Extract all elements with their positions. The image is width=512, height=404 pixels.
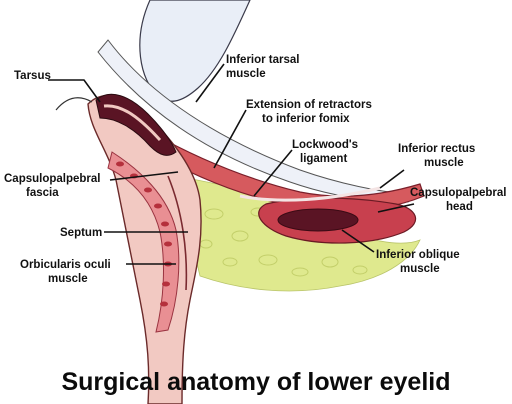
leader-capsulo-head [377,203,415,213]
tarsal-gland [103,104,162,142]
label-capsulopalpebral-fascia: Capsulopalpebral [4,173,101,185]
lockwood-ligament-shape [239,186,381,202]
label-orbicularis-oculi-muscle: Orbicularis oculi [20,259,111,271]
inferior-rectus-band [143,131,425,212]
label-extension-of-retractors-2: to inferior fomix [262,113,350,125]
label-lockwoods-ligament-2: ligament [300,153,347,165]
leader-inferior-tarsal [195,63,225,103]
label-capsulopalpebral-fascia-2: fascia [26,187,59,199]
eyelid-body [87,94,202,404]
orbicularis-band [107,151,180,333]
leader-lines [48,63,415,265]
globe-conjunctiva [139,0,251,102]
label-capsulopalpebral-head-2: head [446,201,473,213]
label-capsulopalpebral-head: Capsulopalpebral [410,187,507,199]
label-lockwoods-ligament: Lockwood's [292,139,358,151]
inferior-oblique-muscle-shape [277,208,359,232]
label-inferior-oblique-muscle: Inferior oblique [376,249,460,261]
annotation-labels: Tarsus Inferior tarsal muscle Extension … [4,54,507,285]
tarsus-plate [95,93,177,156]
label-septum: Septum [60,227,102,239]
figure-title: Surgical anatomy of lower eyelid [61,368,450,396]
leader-tarsus [48,79,101,103]
leader-extension [213,109,247,169]
leader-capsulo-fascia [109,171,179,181]
label-extension-of-retractors: Extension of retractors [246,99,372,111]
leader-lockwood [253,149,293,197]
eyelash [55,97,93,111]
label-inferior-tarsal-muscle: Inferior tarsal [226,54,300,66]
leader-inferior-rectus [379,169,405,189]
label-tarsus: Tarsus [14,70,51,82]
leader-inferior-oblique [341,229,375,253]
label-inferior-tarsal-muscle-2: muscle [226,68,266,80]
label-inferior-oblique-muscle-2: muscle [400,263,440,275]
orbital-septum [167,175,188,291]
label-inferior-rectus-muscle: Inferior rectus [398,143,475,155]
label-inferior-rectus-muscle-2: muscle [424,157,464,169]
label-orbicularis-oculi-muscle-2: muscle [48,273,88,285]
